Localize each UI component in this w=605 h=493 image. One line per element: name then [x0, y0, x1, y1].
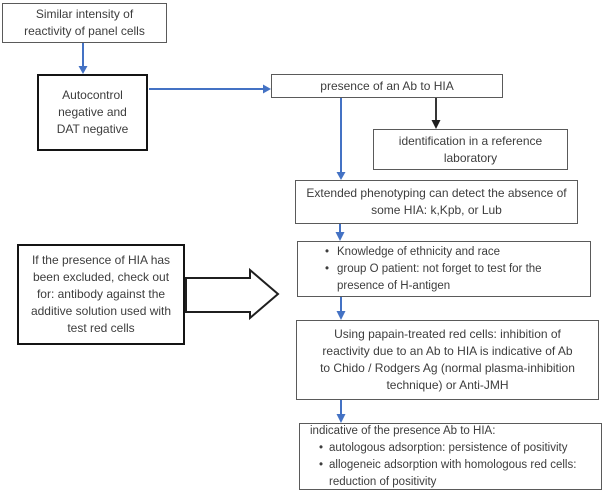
bullet-item: Knowledge of ethnicity and race — [325, 244, 590, 261]
arrow-extended-to-ethnicity — [335, 224, 345, 241]
text-line: reduction of positivity — [329, 475, 437, 488]
text-line: presence of H-antigen — [337, 279, 451, 292]
bullet-dot — [325, 244, 337, 261]
bullet-item: autologous adsorption: persistence of po… — [310, 440, 601, 457]
text-line: indicative of the presence Ab to HIA: — [310, 424, 496, 437]
box-presence-of-ab-to-hia: presence of an Ab to HIA — [271, 74, 503, 98]
box-similar-intensity: Similar intensity of reactivity of panel… — [2, 3, 167, 43]
text-line: Knowledge of ethnicity and race — [337, 245, 501, 258]
text-line: test red cells — [67, 321, 135, 335]
box-hia-excluded-checkout: If the presence of HIA has been excluded… — [17, 244, 185, 345]
text-line: reactivity of panel cells — [24, 24, 145, 38]
text-line: If the presence of HIA has — [31, 253, 171, 267]
text-line: to Chido / Rodgers Ag (normal plasma-inh… — [320, 361, 575, 375]
bullet-item: group O patient: not forget to test for … — [325, 261, 590, 295]
arrow-presence-to-extended — [336, 98, 346, 180]
box-autocontrol-dat-negative: Autocontrol negative and DAT negative — [37, 74, 148, 151]
text-line: technique) or Anti-JMH — [386, 378, 509, 392]
text-line: group O patient: not forget to test for … — [337, 262, 542, 275]
arrow-papain-to-indicative — [336, 400, 346, 423]
text-line: for: antibody against the — [36, 287, 166, 301]
box-extended-phenotyping: Extended phenotyping can detect the abse… — [295, 180, 578, 224]
box-papain-treated-cells: Using papain-treated red cells: inhibiti… — [296, 320, 599, 400]
arrow-presence-to-identification — [431, 98, 441, 129]
text-line: Autocontrol — [62, 88, 123, 102]
bullet-dot — [325, 261, 337, 278]
text-line: presence of an Ab to HIA — [320, 78, 454, 93]
text-line: allogeneic adsorption with homologous re… — [329, 458, 577, 471]
box-adsorption-results: indicative of the presence Ab to HIA: au… — [299, 423, 602, 490]
text-line: negative and — [58, 105, 127, 119]
text-line: additive solution used with — [30, 304, 172, 318]
text-line: laboratory — [443, 150, 498, 165]
text-line: been excluded, check out — [32, 270, 170, 284]
arrow-similar-to-autocontrol — [78, 43, 88, 74]
text-line: Using papain-treated red cells: inhibiti… — [334, 327, 561, 341]
bullet-item: allogeneic adsorption with homologous re… — [310, 457, 601, 491]
text-line: identification in a reference — [398, 133, 543, 148]
text-line: autologous adsorption: persistence of po… — [329, 441, 568, 454]
text-line: reactivity due to an Ab to HIA is indica… — [322, 344, 573, 358]
arrow-ethnicity-to-papain — [336, 297, 346, 320]
text-line: DAT negative — [56, 122, 129, 136]
text-line: Similar intensity of — [35, 7, 134, 21]
arrow-autocontrol-to-presence — [149, 84, 271, 94]
box-ethnicity-and-group-o: Knowledge of ethnicity and race group O … — [297, 241, 591, 297]
bullet-dot — [319, 457, 329, 474]
bullet-dot — [319, 440, 329, 457]
text-line: Extended phenotyping can detect the abse… — [306, 186, 567, 200]
big-right-arrow — [185, 267, 280, 321]
text-line: some HIA: k,Kpb, or Lub — [371, 203, 502, 217]
box-reference-laboratory: identification in a reference laboratory — [373, 129, 568, 170]
